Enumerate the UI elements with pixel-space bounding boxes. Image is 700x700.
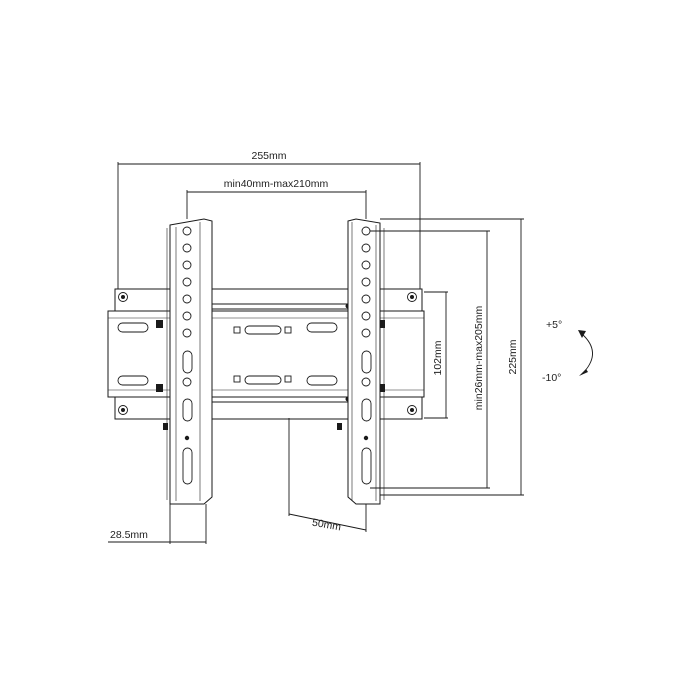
left-vertical-arm	[163, 218, 213, 505]
dimension-label-wall-plate-height: 102mm	[432, 340, 444, 375]
dimension-wall-plate-height: 102mm	[424, 291, 448, 419]
dimension-label-overall-height: 225mm	[507, 339, 519, 374]
tilt-arc-arrow	[581, 333, 593, 373]
corner-screw	[407, 405, 417, 415]
corner-screw	[407, 292, 417, 302]
square-hole	[284, 375, 292, 383]
arrow-head-up-icon	[578, 330, 586, 338]
corner-screw	[118, 292, 128, 302]
dimension-label-hole-spacing-vertical: min26mm-max205mm	[473, 306, 485, 411]
cross-bar	[204, 303, 351, 310]
slot	[244, 375, 282, 385]
locking-bolt	[378, 384, 385, 392]
locking-bolt	[156, 320, 163, 328]
dimension-depth: 50mm	[288, 418, 367, 534]
locking-bolt	[156, 384, 163, 392]
slot	[244, 325, 282, 335]
slot	[117, 322, 149, 333]
right-vertical-arm	[337, 218, 385, 505]
arrow-head-down-icon	[579, 369, 588, 376]
cross-bar	[204, 396, 351, 403]
dimension-label-overall-width: 255mm	[251, 150, 286, 162]
slot	[306, 375, 338, 386]
tilt-indicator: +5° -10°	[542, 319, 593, 384]
dimension-hole-spacing-vertical: min26mm-max205mm	[370, 230, 490, 489]
dimension-label-depth: 50mm	[311, 517, 342, 534]
square-hole	[233, 326, 241, 334]
locking-bolt	[378, 320, 385, 328]
corner-screw	[118, 405, 128, 415]
dimension-overall-height: 225mm	[380, 218, 524, 496]
dimension-label-hole-spacing-horizontal: min40mm-max210mm	[224, 178, 329, 190]
dimension-overall-width: 255mm	[117, 150, 421, 289]
square-hole	[233, 375, 241, 383]
dimension-label-wall-distance: 28.5mm	[110, 529, 148, 541]
slot	[306, 322, 338, 333]
slot	[117, 375, 149, 386]
square-hole	[284, 326, 292, 334]
tilt-down-label: -10°	[542, 372, 561, 384]
tilt-up-label: +5°	[546, 319, 562, 331]
dimension-wall-distance: 28.5mm	[108, 504, 207, 544]
dimension-hole-spacing-horizontal: min40mm-max210mm	[186, 178, 367, 219]
